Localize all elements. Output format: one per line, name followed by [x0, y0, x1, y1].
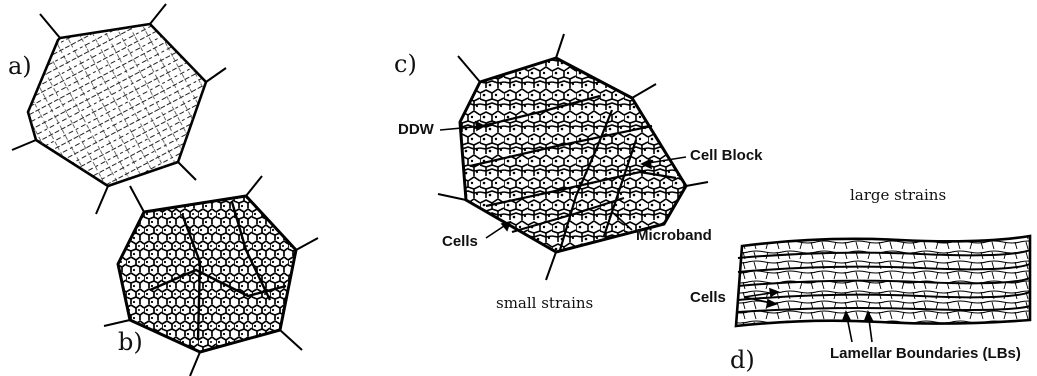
panel-b-letter: b) — [118, 330, 143, 354]
panel-a-letter: a) — [8, 54, 32, 78]
large-strains-caption: large strains — [850, 188, 946, 203]
lamellar-boundaries-label: Lamellar Boundaries (LBs) — [830, 346, 1021, 361]
cell-block-label: Cell Block — [690, 148, 763, 163]
panel-c-letter: c) — [394, 52, 417, 76]
small-strains-caption: small strains — [496, 296, 593, 311]
cells-label-c: Cells — [442, 234, 478, 249]
cells-label-d: Cells — [690, 290, 726, 305]
microband-label: Microband — [636, 228, 712, 243]
panel-a-grain — [12, 4, 226, 214]
panel-d-letter: d) — [730, 348, 755, 372]
panel-d-lamellae — [736, 236, 1030, 342]
ddw-label: DDW — [398, 122, 434, 137]
